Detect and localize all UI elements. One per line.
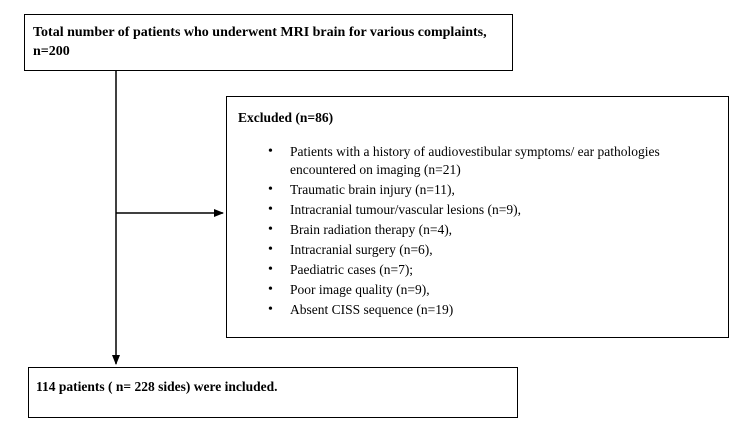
- included-patients-text: 114 patients ( n= 228 sides) were includ…: [36, 379, 278, 394]
- excluded-box: Excluded (n=86) Patients with a history …: [226, 96, 729, 338]
- excluded-item: Intracranial surgery (n=6),: [268, 241, 718, 259]
- total-patients-text: Total number of patients who underwent M…: [33, 25, 487, 59]
- excluded-item: Paediatric cases (n=7);: [268, 261, 718, 279]
- excluded-item: Traumatic brain injury (n=11),: [268, 181, 718, 199]
- excluded-item: Brain radiation therapy (n=4),: [268, 221, 718, 239]
- excluded-list: Patients with a history of audiovestibul…: [238, 143, 718, 319]
- excluded-item: Intracranial tumour/vascular lesions (n=…: [268, 201, 718, 219]
- excluded-item: Absent CISS sequence (n=19): [268, 301, 718, 319]
- excluded-title: Excluded (n=86): [238, 110, 334, 125]
- included-patients-box: 114 patients ( n= 228 sides) were includ…: [28, 367, 518, 418]
- total-patients-box: Total number of patients who underwent M…: [24, 14, 513, 71]
- excluded-item: Patients with a history of audiovestibul…: [268, 143, 718, 179]
- excluded-item: Poor image quality (n=9),: [268, 281, 718, 299]
